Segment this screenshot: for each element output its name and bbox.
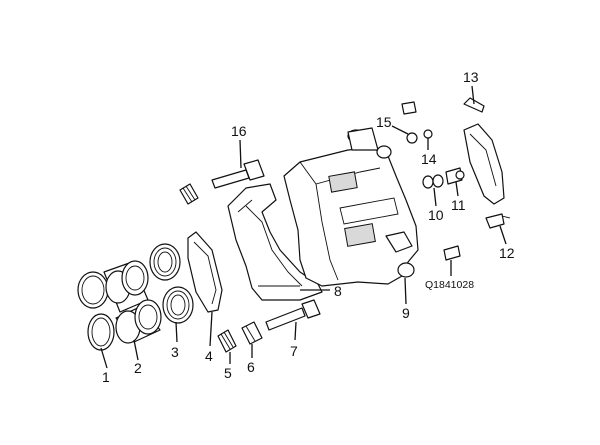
callout-1: 1 (102, 369, 110, 385)
callout-3: 3 (171, 344, 179, 360)
callout-6: 6 (247, 359, 255, 375)
part-4-inner-brake-pad (187, 231, 223, 313)
part-11-bleeder-screw (445, 167, 465, 185)
part-16-guide-pin (211, 159, 265, 189)
callout-11: 11 (451, 197, 466, 213)
part-5-guide-boot (217, 329, 237, 353)
part-9-caliper-housing (283, 127, 419, 287)
callout-13: 13 (463, 69, 479, 85)
callout-labels: 1 2 3 4 5 6 7 8 9 10 11 12 13 14 15 16 Q… (102, 69, 515, 385)
part-code-label: Q1841028 (425, 279, 474, 291)
part-7-guide-pin (265, 299, 321, 331)
part-3-piston-seals (149, 243, 194, 324)
part-1-seal-rings (77, 271, 115, 351)
leader-lines (100, 85, 507, 369)
callout-14: 14 (421, 151, 437, 167)
callout-15: 15 (376, 114, 392, 130)
part-10-washer (422, 174, 444, 189)
callout-9: 9 (402, 305, 410, 321)
callout-7: 7 (290, 343, 298, 359)
part-13-spring (463, 97, 485, 113)
callout-5: 5 (224, 365, 232, 381)
callout-12: 12 (499, 245, 515, 261)
q1841028-bolt (443, 245, 461, 261)
callout-8: 8 (334, 283, 342, 299)
part-15-bolt (401, 101, 418, 144)
part-6-boot (179, 183, 263, 345)
outer-brake-pad (463, 123, 505, 205)
part-14-cap (423, 129, 433, 139)
callout-4: 4 (205, 348, 213, 364)
part-2-pistons (103, 260, 162, 344)
callout-10: 10 (428, 207, 444, 223)
part-12-pad-clip (485, 213, 511, 229)
callout-16: 16 (231, 123, 247, 139)
callout-2: 2 (134, 360, 142, 376)
